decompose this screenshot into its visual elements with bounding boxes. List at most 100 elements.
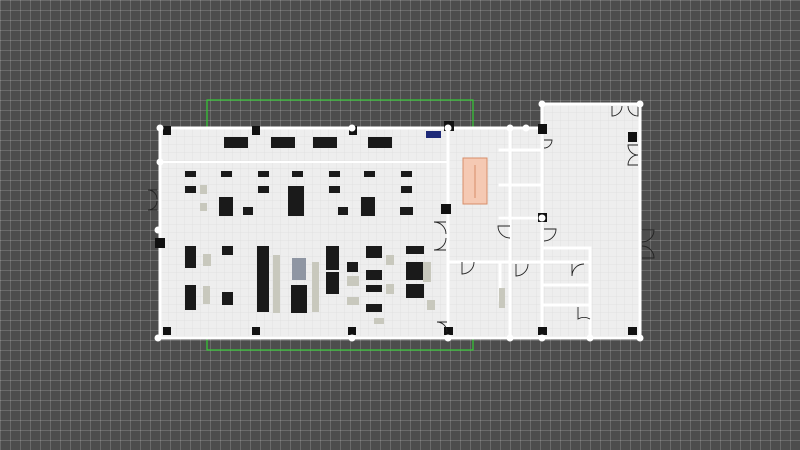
equipment-panel[interactable]	[423, 262, 431, 282]
column[interactable]	[628, 132, 637, 142]
white-circle-node-icon[interactable]	[538, 334, 546, 342]
door-swing-arc-icon[interactable]	[543, 228, 557, 242]
equipment-item[interactable]	[366, 304, 382, 312]
door-swing-arc-icon[interactable]	[571, 263, 585, 277]
column[interactable]	[444, 327, 453, 335]
white-circle-node-icon[interactable]	[522, 124, 530, 132]
doors[interactable]	[147, 105, 655, 333]
equipment-panel[interactable]	[200, 185, 207, 194]
equipment-line[interactable]	[257, 246, 269, 312]
equipment-item[interactable]	[326, 272, 339, 294]
equipment-item[interactable]	[366, 270, 382, 280]
column[interactable]	[348, 327, 356, 335]
white-circle-node-icon[interactable]	[154, 226, 162, 234]
door-swing-arc-icon[interactable]	[147, 189, 158, 200]
door-swing-arc-icon[interactable]	[543, 139, 553, 149]
equipment-machine[interactable]	[361, 197, 375, 216]
column[interactable]	[538, 327, 547, 335]
door-swing-arc-icon[interactable]	[641, 229, 655, 243]
equipment-panel[interactable]	[499, 288, 505, 308]
equipment-item[interactable]	[401, 171, 412, 177]
door-swing-arc-icon[interactable]	[433, 237, 447, 251]
equipment-panel[interactable]	[200, 203, 207, 211]
equipment-panel[interactable]	[427, 300, 435, 310]
wall-nodes[interactable]	[154, 100, 644, 342]
column[interactable]	[538, 124, 547, 134]
wall-units[interactable]	[224, 131, 441, 148]
equipment-item[interactable]	[185, 186, 196, 193]
gray-unit[interactable]	[292, 258, 306, 280]
equipment-item[interactable]	[258, 186, 269, 193]
equipment-panel[interactable]	[347, 297, 359, 305]
equipment-machine[interactable]	[185, 285, 196, 310]
wall-unit[interactable]	[271, 137, 295, 148]
white-circle-node-icon[interactable]	[506, 334, 514, 342]
white-circle-node-icon[interactable]	[538, 214, 546, 222]
equipment-panel[interactable]	[312, 262, 319, 312]
equipment-line[interactable]	[291, 285, 307, 313]
equipment-item[interactable]	[364, 171, 375, 177]
door-swing-arc-icon[interactable]	[461, 261, 475, 275]
white-circle-node-icon[interactable]	[506, 124, 514, 132]
door-swing-arc-icon[interactable]	[515, 263, 529, 277]
door-swing-arc-icon[interactable]	[433, 221, 447, 235]
white-circle-node-icon[interactable]	[156, 158, 164, 166]
white-circle-node-icon[interactable]	[636, 334, 644, 342]
equipment-item[interactable]	[400, 207, 413, 215]
equipment-item[interactable]	[338, 207, 348, 215]
column[interactable]	[628, 327, 637, 335]
equipment-item[interactable]	[329, 186, 340, 193]
equipment-panel[interactable]	[203, 254, 211, 266]
equipment-item[interactable]	[401, 186, 412, 193]
wall-unit[interactable]	[313, 137, 337, 148]
white-circle-node-icon[interactable]	[156, 124, 164, 132]
column[interactable]	[441, 204, 451, 214]
equipment-item[interactable]	[243, 207, 253, 215]
equipment-item[interactable]	[406, 262, 424, 280]
equipment-item[interactable]	[222, 246, 233, 255]
equipment-item[interactable]	[329, 171, 340, 177]
equipment-dark[interactable]	[185, 171, 424, 313]
column[interactable]	[252, 327, 260, 335]
equipment-item[interactable]	[258, 171, 269, 177]
door-swing-arc-icon[interactable]	[577, 307, 591, 320]
white-circle-node-icon[interactable]	[154, 334, 162, 342]
door-swing-arc-icon[interactable]	[497, 225, 511, 239]
equipment-item[interactable]	[221, 171, 232, 177]
equipment-line[interactable]	[326, 246, 339, 270]
equipment-panel[interactable]	[203, 286, 210, 304]
equipment-machine[interactable]	[288, 186, 304, 216]
white-circle-node-icon[interactable]	[538, 100, 546, 108]
equipment-panel[interactable]	[273, 255, 280, 313]
equipment-item[interactable]	[406, 284, 424, 298]
equipment-item[interactable]	[292, 171, 303, 177]
blue-unit[interactable]	[426, 131, 441, 138]
wall-unit[interactable]	[368, 137, 392, 148]
equipment-panel[interactable]	[386, 255, 394, 265]
equipment-item[interactable]	[366, 246, 382, 258]
door-swing-arc-icon[interactable]	[641, 245, 655, 259]
door-swing-arc-icon[interactable]	[627, 154, 639, 166]
column[interactable]	[163, 126, 171, 135]
equipment-panel[interactable]	[347, 276, 359, 286]
equipment-item[interactable]	[222, 292, 233, 305]
equipment-light[interactable]	[200, 185, 505, 324]
door-swing-arc-icon[interactable]	[436, 321, 448, 333]
door-swing-arc-icon[interactable]	[627, 105, 639, 117]
wall-unit[interactable]	[224, 137, 248, 148]
door-swing-arc-icon[interactable]	[147, 200, 158, 211]
white-circle-node-icon[interactable]	[636, 100, 644, 108]
equipment-machine[interactable]	[185, 246, 196, 268]
equipment-item[interactable]	[347, 262, 358, 272]
white-circle-node-icon[interactable]	[348, 124, 356, 132]
equipment-item[interactable]	[406, 246, 424, 254]
white-circle-node-icon[interactable]	[348, 334, 356, 342]
equipment-panel[interactable]	[386, 284, 394, 294]
white-circle-node-icon[interactable]	[444, 334, 452, 342]
column[interactable]	[163, 327, 171, 335]
column[interactable]	[155, 238, 165, 248]
equipment-item[interactable]	[185, 171, 196, 177]
door-swing-arc-icon[interactable]	[611, 105, 623, 117]
